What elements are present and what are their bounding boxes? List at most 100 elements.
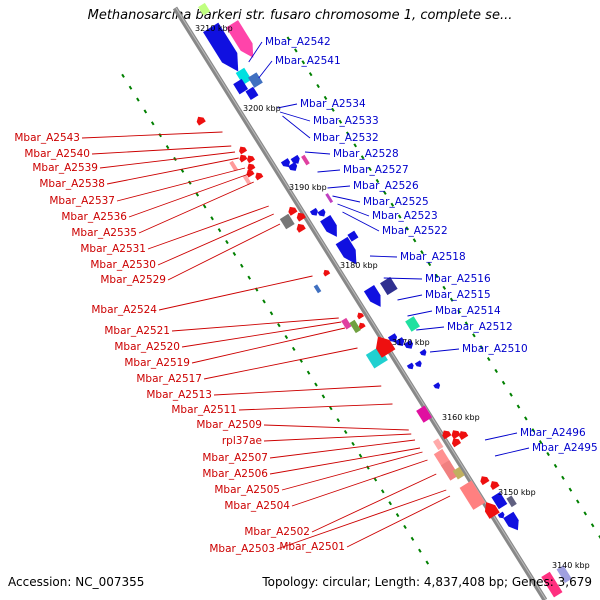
leader-line xyxy=(158,275,313,311)
gene-feature xyxy=(198,2,211,16)
gene-feature xyxy=(451,438,462,448)
tick-mark xyxy=(128,85,133,90)
gene-feature xyxy=(226,20,254,58)
gene-label: Mbar_A2519 xyxy=(124,357,190,369)
gene-label: Mbar_A2509 xyxy=(196,419,262,431)
tick-mark xyxy=(486,357,491,362)
leader-line xyxy=(429,348,460,353)
tick-mark xyxy=(121,73,125,78)
tick-mark xyxy=(375,178,380,184)
tick-mark xyxy=(338,119,343,124)
gene-feature xyxy=(301,154,310,166)
gene-feature xyxy=(357,312,365,320)
gene-label: Mbar_A2513 xyxy=(146,389,212,401)
gene-feature xyxy=(242,174,252,186)
leader-line xyxy=(106,157,239,185)
leader-line xyxy=(258,60,273,79)
tick-mark xyxy=(294,48,298,53)
gene-feature xyxy=(288,206,298,216)
gene-feature xyxy=(406,362,414,370)
gene-label: Mbar_A2533 xyxy=(313,115,379,127)
gene-feature xyxy=(503,511,519,531)
tick-mark xyxy=(284,334,289,340)
gene-label: Mbar_A2542 xyxy=(265,36,331,48)
leader-line xyxy=(494,447,530,457)
right-gene-labels: Mbar_A2542Mbar_A2541Mbar_A2534Mbar_A2533… xyxy=(248,36,598,457)
gene-label: Mbar_A2527 xyxy=(343,164,409,176)
tick-mark xyxy=(501,380,506,385)
tick-mark xyxy=(331,107,335,112)
tick-mark xyxy=(598,535,600,539)
leader-line xyxy=(203,347,358,380)
gene-label: Mbar_A2529 xyxy=(100,274,166,286)
scale-label: 3150 kbp xyxy=(498,488,536,497)
gene-feature xyxy=(395,337,405,346)
leader-line xyxy=(138,181,254,234)
gene-feature xyxy=(323,269,331,277)
gene-feature xyxy=(416,405,433,423)
leader-line xyxy=(397,294,423,301)
gene-feature xyxy=(405,316,421,332)
gene-feature xyxy=(349,319,361,334)
tick-mark xyxy=(479,345,484,350)
tick-mark xyxy=(336,418,341,423)
gene-label: Mbar_A2531 xyxy=(80,243,146,255)
gene-feature xyxy=(387,333,398,343)
tick-mark xyxy=(368,167,372,172)
gene-feature xyxy=(490,481,500,490)
gene-label: Mbar_A2520 xyxy=(114,341,180,353)
leader-line xyxy=(157,213,274,266)
tick-mark xyxy=(262,299,266,304)
leader-line xyxy=(484,432,518,441)
leader-line xyxy=(342,211,380,232)
leader-line xyxy=(263,424,409,431)
tick-mark xyxy=(158,133,162,138)
gene-label: Mbar_A2501 xyxy=(279,541,345,553)
gene-feature xyxy=(239,146,248,155)
accession-text: Accession: NC_007355 xyxy=(8,575,145,589)
gene-feature xyxy=(419,349,427,356)
gene-label: Mbar_A2541 xyxy=(275,55,341,67)
left-tick-track xyxy=(121,73,430,565)
leader-line xyxy=(337,203,370,217)
leader-line xyxy=(369,255,398,258)
tick-mark xyxy=(136,97,140,102)
leader-line xyxy=(181,321,342,348)
gene-label: Mbar_A2502 xyxy=(244,526,310,538)
gene-label: Mbar_A2495 xyxy=(532,442,598,454)
gene-feature xyxy=(433,382,441,389)
tick-mark xyxy=(345,131,350,136)
tick-mark xyxy=(568,487,573,492)
tick-mark xyxy=(358,453,363,458)
tick-mark xyxy=(329,406,333,411)
tick-mark xyxy=(388,501,392,506)
gene-feature xyxy=(375,336,396,358)
tick-mark xyxy=(553,463,558,468)
tick-mark xyxy=(531,428,536,433)
tick-mark xyxy=(420,250,424,255)
gene-feature xyxy=(290,154,300,164)
gene-label: Mbar_A2506 xyxy=(202,468,268,480)
gene-label: Mbar_A2525 xyxy=(363,196,429,208)
gene-label: Mbar_A2537 xyxy=(49,195,115,207)
tick-mark xyxy=(353,143,358,148)
tick-mark xyxy=(202,204,207,209)
gene-feature xyxy=(239,154,248,163)
gene-feature xyxy=(296,212,306,222)
gene-feature xyxy=(358,322,366,330)
tick-mark xyxy=(314,382,318,387)
gene-feature xyxy=(247,163,256,172)
tick-mark xyxy=(308,72,313,77)
gene-label: Mbar_A2526 xyxy=(353,180,419,192)
gene-feature xyxy=(229,160,239,172)
tick-mark xyxy=(516,404,521,409)
leader-line xyxy=(277,103,298,109)
gene-feature xyxy=(255,172,264,181)
scale-label: 3180 kbp xyxy=(340,261,378,270)
leader-line xyxy=(281,451,423,491)
scale-label: 3160 kbp xyxy=(442,413,480,422)
tick-mark xyxy=(472,333,476,338)
tick-mark xyxy=(286,36,291,41)
